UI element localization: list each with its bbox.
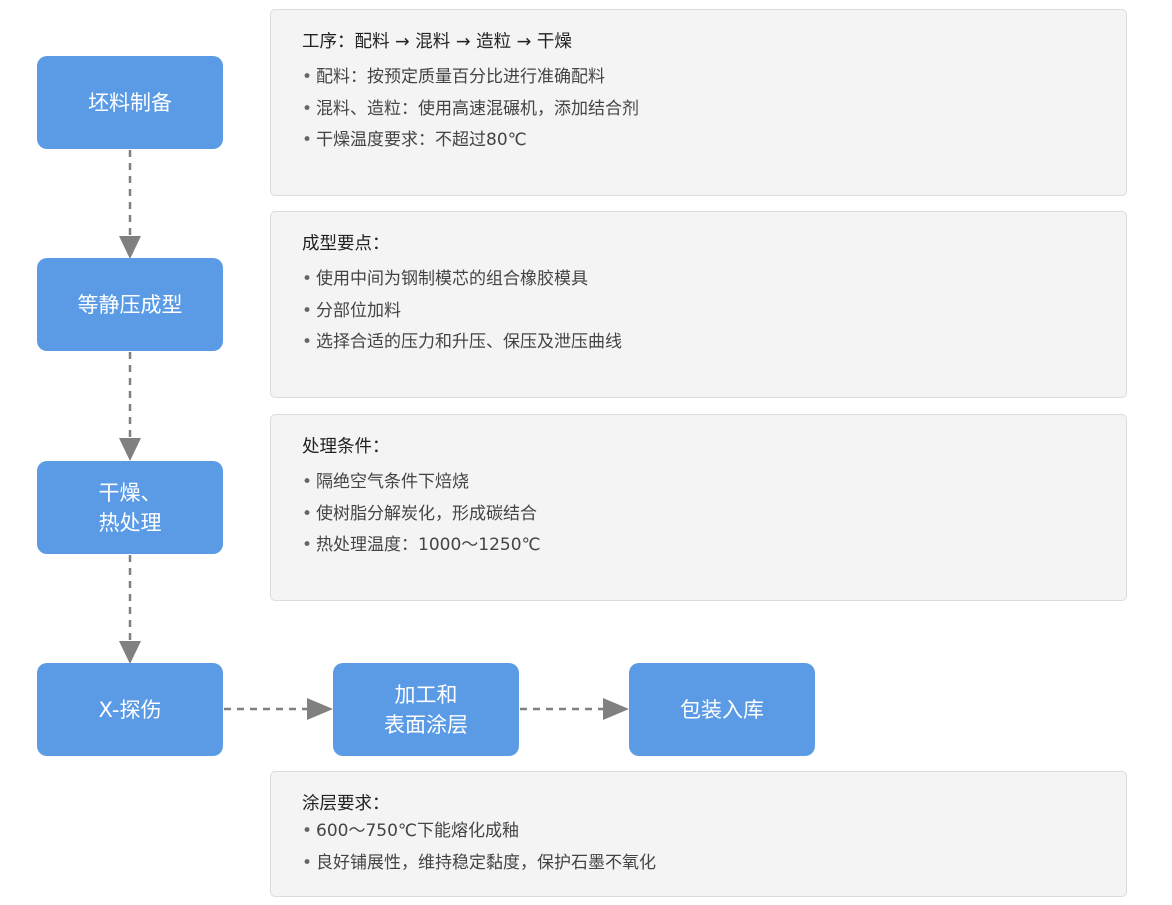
list-item: •混料、造粒：使用高速混碾机，添加结合剂: [302, 98, 639, 119]
note-process: 工序：配料 → 混料 → 造粒 → 干燥 •配料：按预定质量百分比进行准确配料 …: [270, 9, 1127, 196]
note-treatment-list: •隔绝空气条件下焙烧 •使树脂分解炭化，形成碳结合 •热处理温度：1000～12…: [302, 467, 1126, 562]
list-item: •良好铺展性，维持稳定黏度，保护石墨不氧化: [302, 852, 656, 873]
list-item: •选择合适的压力和升压、保压及泄压曲线: [302, 332, 622, 352]
arrowhead-dryheat: [119, 438, 141, 461]
list-item: •干燥温度要求：不超过80℃: [302, 130, 527, 150]
step-machining-coating: 加工和 表面涂层: [333, 663, 519, 756]
note-forming: 成型要点： •使用中间为钢制模芯的组合橡胶模具 •分部位加料 •选择合适的压力和…: [270, 211, 1127, 398]
note-coating-list: •600～750℃下能熔化成釉 •良好铺展性，维持稳定黏度，保护石墨不氧化: [302, 816, 1126, 879]
step-prepare: 坯料制备: [37, 56, 223, 149]
step-packaging: 包装入库: [629, 663, 815, 756]
arrowhead-press: [119, 236, 141, 259]
note-treatment: 处理条件： •隔绝空气条件下焙烧 •使树脂分解炭化，形成碳结合 •热处理温度：1…: [270, 414, 1127, 601]
note-process-title: 工序：配料 → 混料 → 造粒 → 干燥: [302, 32, 572, 52]
arrowhead-machining: [307, 698, 333, 720]
step-isostatic-pressing: 等静压成型: [37, 258, 223, 351]
note-forming-list: •使用中间为钢制模芯的组合橡胶模具 •分部位加料 •选择合适的压力和升压、保压及…: [302, 264, 1126, 359]
note-forming-title: 成型要点：: [302, 234, 390, 254]
note-coating: 涂层要求： •600～750℃下能熔化成釉 •良好铺展性，维持稳定黏度，保护石墨…: [270, 771, 1127, 897]
arrowhead-xray: [119, 641, 141, 664]
list-item: •使树脂分解炭化，形成碳结合: [302, 503, 537, 524]
list-item: •隔绝空气条件下焙烧: [302, 472, 469, 492]
step-xray-inspection: X-探伤: [37, 663, 223, 756]
arrowhead-packaging: [603, 698, 629, 720]
list-item: •600～750℃下能熔化成釉: [302, 821, 519, 841]
list-item: •热处理温度：1000～1250℃: [302, 535, 541, 555]
list-item: •使用中间为钢制模芯的组合橡胶模具: [302, 269, 588, 289]
list-item: •配料：按预定质量百分比进行准确配料: [302, 67, 605, 87]
note-coating-title: 涂层要求：: [302, 794, 390, 814]
note-treatment-title: 处理条件：: [302, 437, 390, 457]
list-item: •分部位加料: [302, 300, 401, 321]
step-drying-heat-treatment: 干燥、 热处理: [37, 461, 223, 554]
note-process-list: •配料：按预定质量百分比进行准确配料 •混料、造粒：使用高速混碾机，添加结合剂 …: [302, 62, 1126, 157]
